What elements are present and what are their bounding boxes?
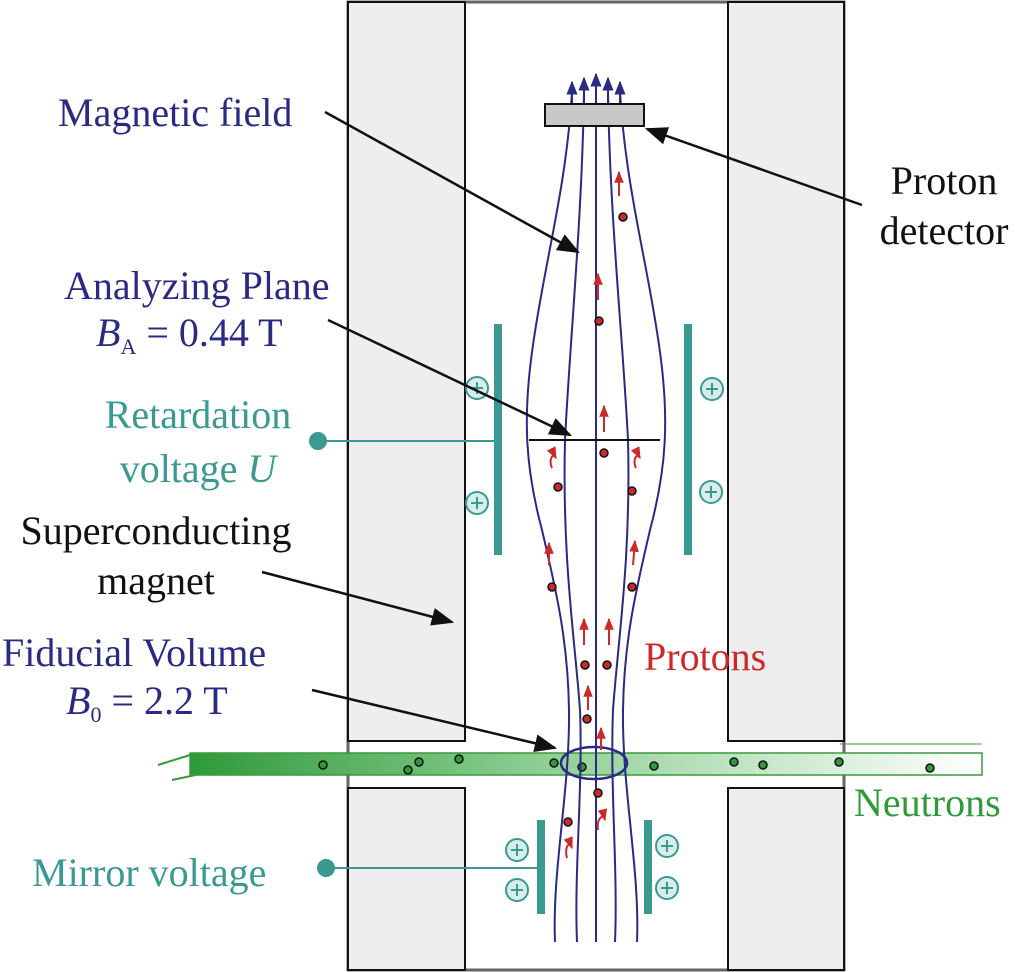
ba-symbol: B bbox=[96, 310, 120, 355]
pointer-arrows bbox=[261, 110, 863, 753]
neutron-dot bbox=[577, 762, 587, 772]
neutron-beam bbox=[157, 743, 983, 781]
proton-dot bbox=[599, 448, 609, 458]
protons-label: Protons bbox=[644, 634, 766, 679]
magnetic-field-label: Magnetic field bbox=[58, 90, 292, 135]
retardation-electrode-left bbox=[494, 324, 502, 555]
magnet-upper-left bbox=[347, 1, 466, 742]
magnet-upper-right bbox=[727, 1, 845, 742]
field-line-inner-right bbox=[607, 91, 630, 943]
neutron-dot bbox=[318, 760, 328, 770]
field-line-inner-left bbox=[563, 91, 585, 943]
analyzing-plane-label: Analyzing Plane bbox=[64, 263, 330, 308]
proton-dot bbox=[553, 482, 563, 492]
retardation-electrode-right bbox=[684, 324, 692, 555]
retardation-label-line1: Retardation bbox=[105, 392, 292, 437]
proton-arrow bbox=[546, 446, 557, 469]
field-line-outer-left bbox=[525, 91, 573, 943]
neutron-dot bbox=[758, 760, 768, 770]
proton-dot bbox=[627, 486, 637, 496]
mirror-voltage-label: Mirror voltage bbox=[32, 850, 266, 895]
beam-guide-top bbox=[157, 754, 191, 766]
neutron-dot bbox=[454, 754, 464, 764]
fiducial-volume-label: Fiducial Volume bbox=[2, 630, 266, 675]
plus-icon bbox=[699, 480, 723, 504]
proton-dot bbox=[582, 714, 592, 724]
voltage-connectors bbox=[309, 432, 537, 877]
magnetic-field-lines bbox=[525, 91, 667, 943]
neutrons-label: Neutrons bbox=[854, 780, 1001, 825]
fiducial-volume-pointer bbox=[311, 688, 558, 753]
labels: Magnetic field Proton detector Analyzing… bbox=[2, 90, 1008, 895]
neutron-dot bbox=[414, 757, 424, 767]
magnet-lower-right bbox=[727, 787, 845, 971]
plus-icon bbox=[655, 876, 679, 900]
ba-value: = 0.44 T bbox=[136, 310, 282, 355]
sc-magnet-label-line1: Superconducting bbox=[20, 508, 291, 553]
fiducial-volume-ellipse bbox=[559, 745, 629, 781]
plus-icon bbox=[505, 878, 529, 902]
retardation-terminal bbox=[309, 432, 327, 450]
magnetic-field-pointer bbox=[324, 110, 580, 254]
proton-dot bbox=[580, 660, 590, 670]
plus-icon bbox=[700, 377, 724, 401]
retardation-voltage-var: U bbox=[247, 446, 279, 491]
field-arrows-top bbox=[566, 72, 626, 104]
neutron-dot bbox=[834, 757, 844, 767]
proton-dot bbox=[593, 788, 603, 798]
proton-dot bbox=[563, 817, 573, 827]
mirror-electrode-left bbox=[537, 820, 545, 914]
proton-arrow bbox=[630, 446, 641, 469]
neutron-dot bbox=[925, 763, 935, 773]
sc-magnet-pointer bbox=[261, 570, 455, 626]
proton-dot bbox=[602, 660, 612, 670]
magnet-lower-left bbox=[347, 787, 466, 971]
neutron-dot bbox=[549, 758, 559, 768]
proton-arrows bbox=[544, 170, 641, 859]
proton-detector-label-line1: Proton bbox=[891, 158, 998, 203]
mirror-electrode-right bbox=[644, 820, 652, 914]
neutron-dot bbox=[729, 757, 739, 767]
plus-icon bbox=[655, 834, 679, 858]
proton-arrow bbox=[596, 808, 608, 831]
proton-dots bbox=[547, 212, 637, 827]
mirror-terminal bbox=[317, 859, 335, 877]
proton-detector-label-line2: detector bbox=[880, 208, 1009, 253]
retardation-electrodes bbox=[494, 324, 692, 555]
neutron-dots bbox=[318, 754, 935, 775]
analyzing-plane-pointer bbox=[327, 318, 573, 437]
plus-icon bbox=[465, 491, 489, 515]
mirror-electrodes bbox=[537, 820, 652, 914]
ba-formula: BA = 0.44 T bbox=[96, 310, 283, 359]
b0-formula: B0 = 2.2 T bbox=[66, 678, 228, 727]
plus-icon bbox=[505, 838, 529, 862]
retardation-voltage-word: voltage bbox=[120, 446, 248, 491]
proton-arrow bbox=[563, 836, 573, 859]
ba-subscript: A bbox=[120, 334, 136, 359]
retardation-label-line2: voltage U bbox=[120, 446, 280, 491]
neutron-dot bbox=[649, 761, 659, 771]
proton-dot bbox=[594, 316, 604, 326]
proton-detector-pointer bbox=[644, 127, 863, 207]
plus-charges bbox=[465, 376, 724, 902]
neutron-dot bbox=[403, 765, 413, 775]
b0-value: = 2.2 T bbox=[101, 678, 227, 723]
proton-arrow bbox=[629, 539, 639, 566]
proton-dot bbox=[618, 212, 628, 222]
sc-magnet-label-line2: magnet bbox=[97, 558, 215, 603]
proton-dot bbox=[627, 582, 637, 592]
b0-symbol: B bbox=[66, 678, 90, 723]
beam-guide-bottom bbox=[171, 772, 206, 781]
neutron-beam-bar bbox=[189, 752, 983, 776]
superconducting-magnet bbox=[347, 1, 845, 971]
field-line-outer-right bbox=[619, 91, 667, 943]
proton-detector bbox=[544, 103, 645, 127]
b0-subscript: 0 bbox=[90, 702, 101, 727]
proton-dot bbox=[547, 582, 557, 592]
